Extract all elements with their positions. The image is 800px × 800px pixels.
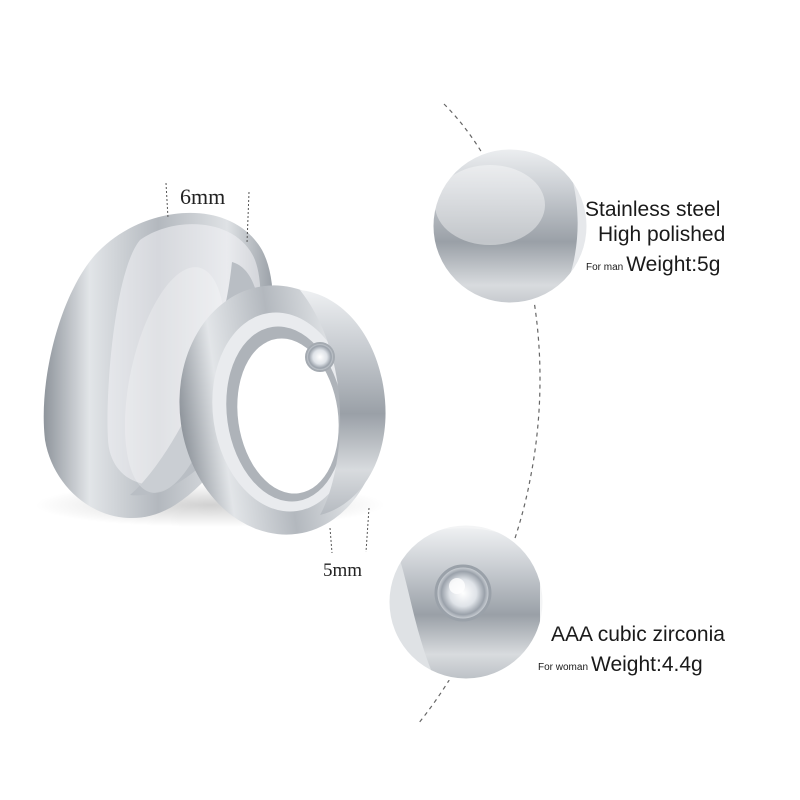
detail-circle-polished (430, 146, 590, 306)
woman-prefix: For woman (538, 662, 589, 673)
stone-label: AAA cubic zirconia (551, 623, 725, 646)
man-prefix: For man (586, 262, 624, 273)
zirconia-stone (305, 342, 335, 372)
material-label: Stainless steel (585, 198, 721, 221)
woman-ring-width-label: 5mm (323, 560, 363, 581)
dimension-guides (165, 182, 370, 554)
man-weight: Weight:5g (626, 253, 721, 276)
woman-weight: Weight:4.4g (591, 653, 703, 676)
finish-label: High polished (598, 223, 726, 246)
man-ring-width-label: 6mm (180, 184, 226, 209)
woman-ring (179, 285, 386, 535)
detail-circle-zirconia (386, 522, 546, 682)
